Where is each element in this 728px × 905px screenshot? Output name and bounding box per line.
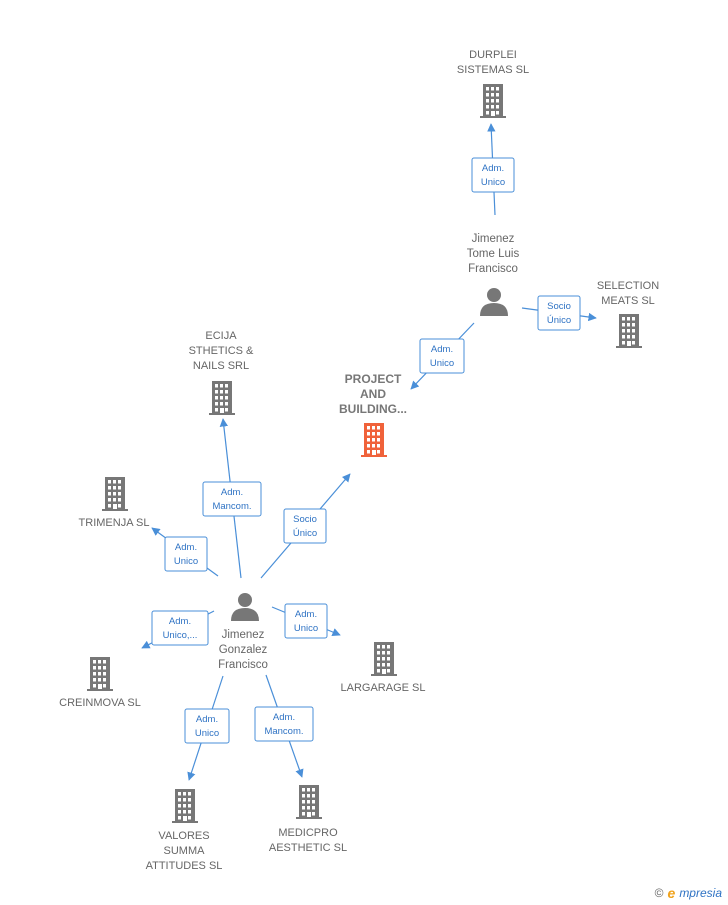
brand-logo-initial: e <box>667 885 676 901</box>
edge-label-text: Unico <box>174 556 198 567</box>
node-label: SELECTION <box>597 280 659 292</box>
edge-label-text: Unico <box>195 728 219 739</box>
edge-label-text: Adm. <box>273 712 295 723</box>
node-label: CREINMOVA SL <box>59 697 141 709</box>
edge-label-box[interactable]: Adm. Mancom. <box>254 706 314 742</box>
edge-jgf-to-ecija: Adm. Mancom. <box>202 418 262 579</box>
node-label: Tome Luis <box>467 248 520 260</box>
node-creinmova[interactable]: CREINMOVA SL <box>59 657 141 709</box>
edge-jgf-to-valores: Adm. Unico <box>184 675 230 781</box>
building-icon <box>102 477 128 511</box>
node-label: TRIMENJA SL <box>79 517 150 529</box>
edge-jgf-to-creinmova: Adm. Unico,... <box>141 610 215 649</box>
edge-jtlf-to-project: Adm. Unico <box>410 322 475 390</box>
building-icon <box>616 314 642 348</box>
node-largarage[interactable]: LARGARAGE SL <box>341 642 426 694</box>
edge-label-text: Unico,... <box>163 630 198 641</box>
building-icon <box>361 423 387 457</box>
node-label: BUILDING... <box>339 402 407 416</box>
edge-label-text: Adm. <box>169 616 191 627</box>
node-label: Francisco <box>218 659 268 671</box>
node-label: Jimenez <box>472 233 515 245</box>
node-label: LARGARAGE SL <box>341 682 426 694</box>
node-project[interactable]: PROJECTANDBUILDING... <box>339 372 407 457</box>
edge-label-text: Socio <box>547 301 571 312</box>
node-label: AESTHETIC SL <box>269 842 347 854</box>
building-icon <box>209 381 235 415</box>
node-label: SISTEMAS SL <box>457 64 529 76</box>
edge-label-text: Único <box>293 528 317 539</box>
node-durplei[interactable]: DURPLEI SISTEMAS SL <box>457 49 529 118</box>
edge-label-box[interactable]: Adm. Unico <box>164 536 208 572</box>
node-label: VALORES <box>158 830 209 842</box>
building-icon <box>371 642 397 676</box>
edge-label-text: Mancom. <box>212 501 251 512</box>
node-label: NAILS SRL <box>193 360 249 372</box>
edge-label-box[interactable]: Adm. Unico <box>471 157 515 193</box>
edge-label-text: Adm. <box>175 542 197 553</box>
node-label: MEDICPRO <box>278 827 338 839</box>
person-icon <box>480 288 508 316</box>
node-label: Gonzalez <box>219 644 268 656</box>
edge-jgf-to-medicpro: Adm. Mancom. <box>254 674 314 778</box>
brand-logo-name: mpresia <box>679 886 722 900</box>
node-label: ECIJA <box>205 330 237 342</box>
node-label: ATTITUDES SL <box>146 860 223 872</box>
edge-label-text: Unico <box>430 358 454 369</box>
node-ecija[interactable]: ECIJA STHETICS & NAILS SRL <box>189 330 254 415</box>
node-label: Jimenez <box>222 629 265 641</box>
node-selection[interactable]: SELECTION MEATS SL <box>597 280 659 348</box>
node-label: STHETICS & <box>189 345 254 357</box>
edge-label-text: Adm. <box>431 344 453 355</box>
node-trimenja[interactable]: TRIMENJA SL <box>79 477 150 529</box>
node-label: MEATS SL <box>601 295 655 307</box>
node-medicpro[interactable]: MEDICPRO AESTHETIC SL <box>269 785 347 854</box>
edge-label-text: Adm. <box>221 487 243 498</box>
building-icon <box>480 84 506 118</box>
edge-label-box[interactable]: Adm. Mancom. <box>202 481 262 517</box>
edge-jtlf-to-durplei: Adm. Unico <box>471 123 515 216</box>
edge-jgf-to-largarage: Adm. Unico <box>271 603 341 639</box>
edge-label-box[interactable]: Adm. Unico <box>184 708 230 744</box>
edge-label-box[interactable]: Adm. Unico <box>284 603 328 639</box>
edge-label-text: Unico <box>481 177 505 188</box>
edge-label-text: Único <box>547 315 571 326</box>
edge-label-text: Unico <box>294 623 318 634</box>
edges-layer: Adm.UnicoSocioÚnicoAdm.UnicoAdm.Mancom.S… <box>141 123 597 781</box>
edge-label-text: Adm. <box>196 714 218 725</box>
edge-label-text: Adm. <box>482 163 504 174</box>
node-valores[interactable]: VALORES SUMMA ATTITUDES SL <box>146 789 223 872</box>
building-icon <box>296 785 322 819</box>
person-icon <box>231 593 259 621</box>
building-icon <box>87 657 113 691</box>
node-label: AND <box>360 387 386 401</box>
node-label: SUMMA <box>164 845 206 857</box>
edge-label-text: Adm. <box>295 609 317 620</box>
node-label: PROJECT <box>345 372 402 386</box>
building-icon <box>172 789 198 823</box>
edge-label-text: Socio <box>293 514 317 525</box>
edge-label-box[interactable]: Adm. Unico,... <box>151 610 209 646</box>
edge-label-box[interactable]: Adm. Unico <box>419 338 465 374</box>
copyright-icon: © <box>654 886 664 900</box>
edge-jgf-to-trimenja: Adm. Unico <box>151 527 219 577</box>
node-label: DURPLEI <box>469 49 517 61</box>
edge-label-text: Mancom. <box>264 726 303 737</box>
node-label: Francisco <box>468 263 518 275</box>
